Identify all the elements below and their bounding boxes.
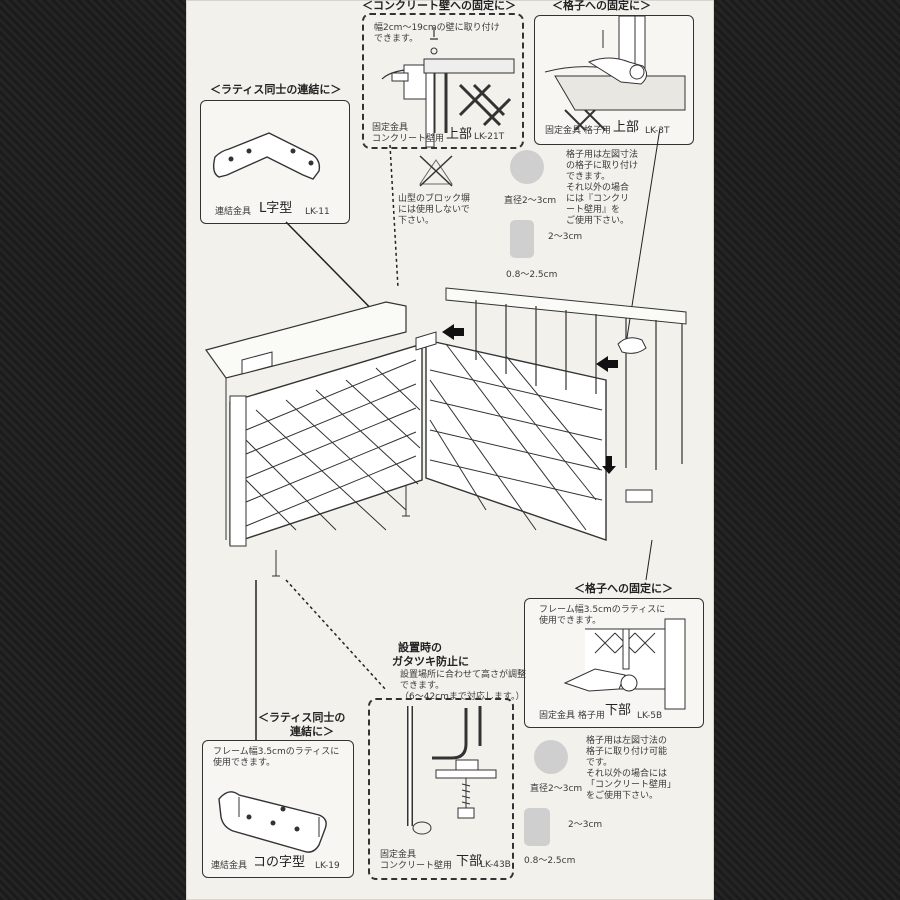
lattice-join-bottom-note: フレーム幅3.5cmのラティスに 使用できます。: [213, 747, 340, 768]
installation-illustration: [205, 127, 687, 840]
instruction-card: ＜コンクリート壁への固定に＞ 幅2cm〜19cmの壁に取り付け できます。 固定…: [186, 0, 714, 900]
lattice-note-bottom: 格子用は左図寸法の 格子に取り付け可能 です。 それ以外の場合には 「コンクリー…: [586, 736, 677, 801]
lattice-join-top-caption: 連結金具: [215, 207, 252, 217]
lattice-top-position: 上部: [613, 120, 640, 135]
diameter-circle-bottom: [534, 740, 568, 774]
anti-rattle-note: 設置場所に合わせて高さが調整 できます。 （6〜42cmまで対応します。）: [400, 670, 527, 702]
lattice-bottom-header: ＜格子への固定に＞: [574, 582, 673, 595]
lattice-join-bottom-header-2: 連結に＞: [290, 725, 334, 738]
size-bottom-diameter: 直径2〜3cm: [530, 784, 583, 794]
size-top-width: 0.8〜2.5cm: [506, 270, 558, 280]
anti-rattle-header-1: 設置時の: [398, 641, 442, 654]
u-bracket-illustration: [218, 791, 327, 853]
lattice-join-top-type: L字型: [259, 201, 293, 216]
concrete-top-position: 上部: [446, 127, 473, 142]
concrete-top-header: ＜コンクリート壁への固定に＞: [362, 0, 516, 12]
lattice-join-top-model: LK-11: [305, 207, 330, 217]
lattice-bottom-clamp-illustration: [563, 618, 686, 710]
lattice-join-top-header: ＜ラティス同士の連結に＞: [210, 83, 342, 96]
lattice-note-top: 格子用は左図寸法 の格子に取り付け できます。 それ以外の場合 には『コンクリ …: [566, 150, 639, 226]
diameter-circle-top: [510, 150, 544, 184]
size-top-diameter: 直径2〜3cm: [504, 196, 557, 206]
lattice-top-panel: 固定金具 格子用 上部 LK-3T: [534, 15, 694, 145]
section-square-bottom: [524, 808, 550, 846]
anti-rattle-caption: 固定金具 コンクリート壁用: [380, 850, 453, 871]
concrete-clamp-illustration: [381, 27, 515, 148]
lattice-bottom-caption: 固定金具 格子用: [539, 711, 605, 721]
size-bottom-height: 2〜3cm: [568, 820, 603, 830]
lattice-bottom-panel: フレーム幅3.5cmのラティスに 使用できます。 固定金具 格子用 下部 LK-…: [524, 598, 704, 728]
lattice-top-caption: 固定金具 格子用: [545, 126, 611, 136]
anti-rattle-model: LK-43B: [480, 860, 511, 870]
l-bracket-illustration: [212, 132, 321, 180]
anti-rattle-position: 下部: [456, 854, 483, 869]
concrete-top-panel: 幅2cm〜19cmの壁に取り付け できます。 固定金具 コンクリート壁用 上部 …: [362, 13, 524, 149]
block-wall-prohibited-icon: [419, 155, 453, 187]
lattice-join-bottom-caption: 連結金具: [211, 861, 248, 871]
concrete-top-caption: 固定金具 コンクリート壁用: [372, 123, 445, 144]
lattice-bottom-model: LK-5B: [637, 711, 663, 721]
lattice-join-bottom-panel: フレーム幅3.5cmのラティスに 使用できます。 連結金具 コの字型 LK-19: [202, 740, 354, 878]
lattice-bottom-note: フレーム幅3.5cmのラティスに 使用できます。: [539, 605, 666, 626]
block-wall-note: 山型のブロック塀 には使用しないで 下さい。: [398, 194, 471, 226]
lattice-bottom-position: 下部: [605, 703, 632, 718]
lattice-join-bottom-model: LK-19: [315, 861, 340, 871]
size-bottom-width: 0.8〜2.5cm: [524, 856, 576, 866]
anti-rattle-header-2: ガタツキ防止に: [392, 655, 469, 668]
lattice-join-bottom-type: コの字型: [253, 855, 306, 870]
concrete-top-note: 幅2cm〜19cmの壁に取り付け できます。: [374, 23, 500, 44]
lattice-top-clamp-illustration: [544, 15, 686, 131]
section-square-top: [510, 220, 534, 258]
lattice-join-bottom-header-1: ＜ラティス同士の: [258, 711, 346, 724]
anti-rattle-panel: 固定金具 コンクリート壁用 下部 LK-43B: [368, 698, 514, 880]
lattice-top-header: ＜格子への固定に＞: [552, 0, 651, 12]
lattice-join-top-panel: 連結金具 L字型 LK-11: [200, 100, 350, 224]
concrete-top-model: LK-21T: [474, 132, 505, 142]
size-top-height: 2〜3cm: [548, 232, 583, 242]
lattice-top-model: LK-3T: [645, 126, 670, 136]
adjustable-foot-illustration: [407, 706, 497, 835]
